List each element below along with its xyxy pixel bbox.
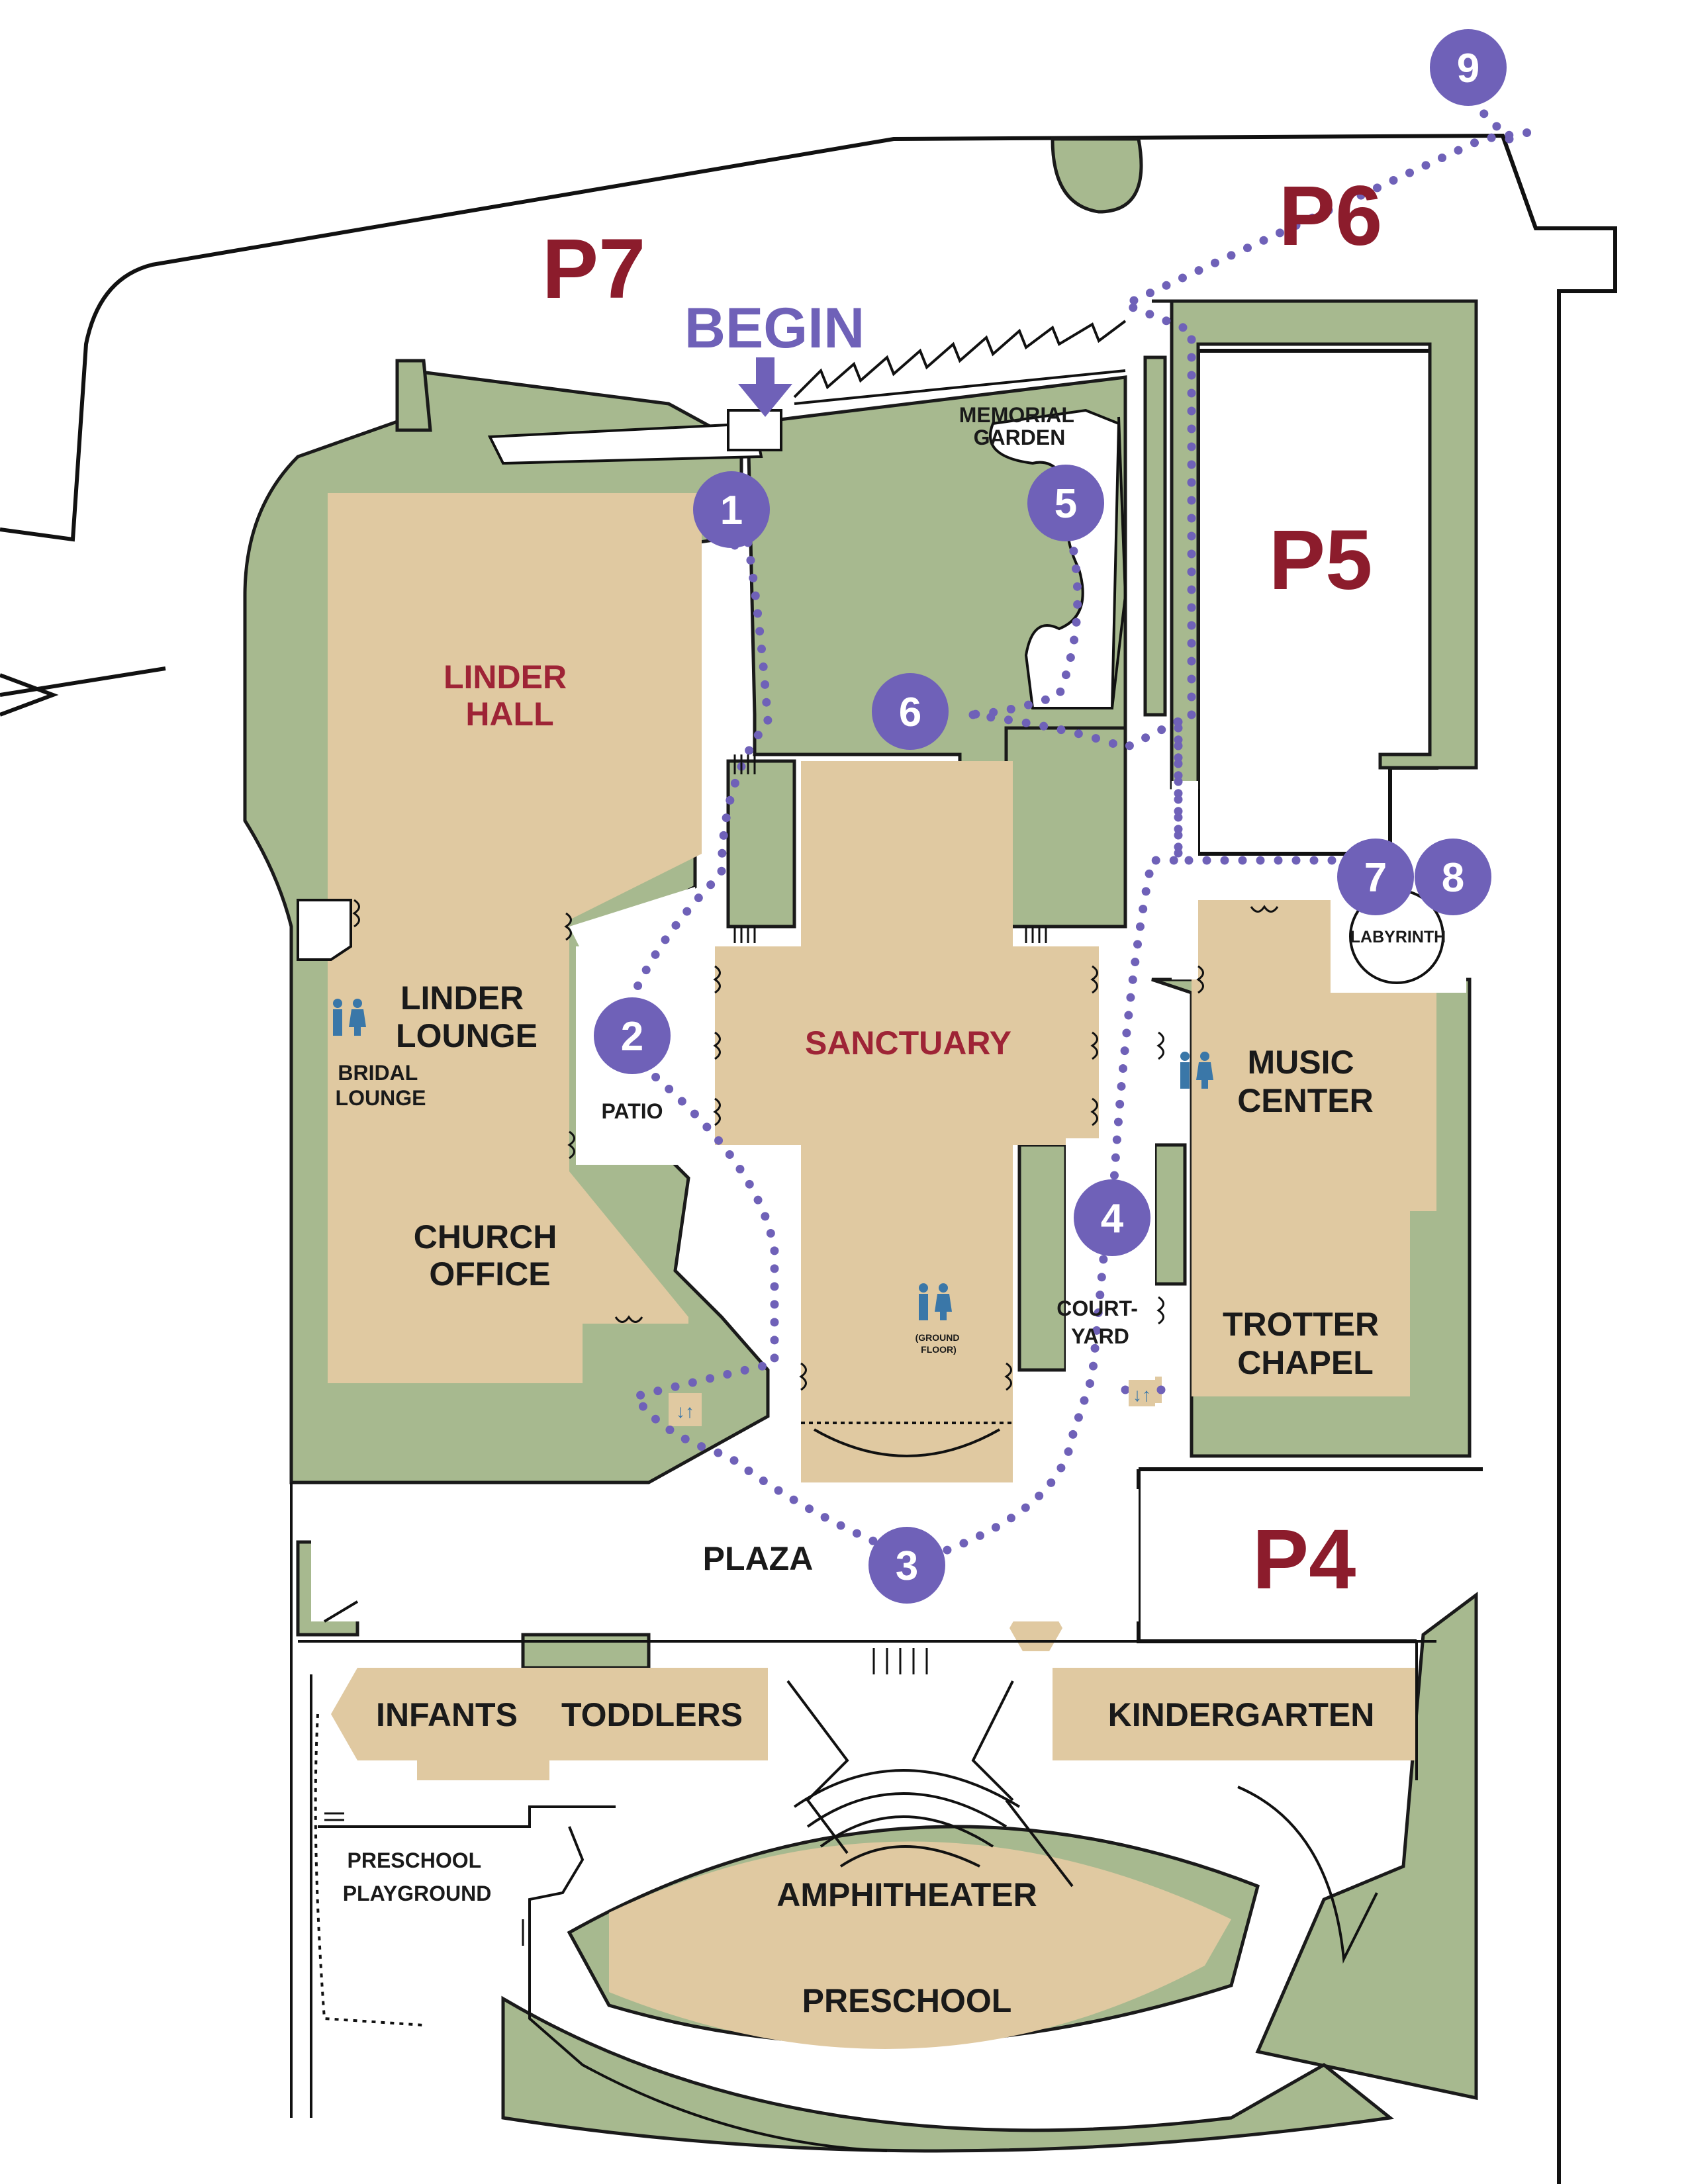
- svg-text:↓↑: ↓↑: [1133, 1385, 1151, 1405]
- building-labels: LINDER HALL LINDER LOUNGE BRIDAL LOUNGE …: [336, 659, 1388, 2019]
- route-4-to-7: [1107, 717, 1183, 1216]
- door-icon: [713, 1097, 721, 1126]
- infants-toddlers-building: [331, 1668, 768, 1780]
- begin-marker: BEGIN: [684, 296, 865, 417]
- stairs-icon: [872, 1648, 928, 1674]
- svg-text:↓↑: ↓↑: [676, 1401, 694, 1422]
- stairs-icon: [733, 927, 756, 943]
- restroom-icon: [1180, 1052, 1213, 1089]
- parking-p6: P6: [1279, 169, 1383, 263]
- amphitheater-label: AMPHITHEATER: [776, 1876, 1037, 1913]
- route-1-to-2: [624, 538, 773, 1011]
- route-to-9: [1472, 101, 1514, 144]
- music-center-label: MUSIC CENTER: [1237, 1044, 1374, 1119]
- preschool-building: [609, 1841, 1231, 2049]
- stop-marker-7: 7: [1337, 839, 1414, 915]
- stop-marker-5: 5: [1027, 465, 1104, 541]
- linder-lounge-label: LINDER LOUNGE: [396, 979, 538, 1054]
- parking-labels: P7 P6 P5 P4: [542, 169, 1383, 1607]
- area-labels: MEMORIAL GARDEN PATIO COURT- YARD PLAZA …: [343, 403, 1446, 1913]
- patio-label: PATIO: [601, 1099, 663, 1123]
- door-icon: [713, 965, 721, 994]
- stop-marker-2: 2: [594, 997, 671, 1074]
- door-icon: [1090, 1097, 1098, 1126]
- door-icon: [1250, 905, 1279, 913]
- stop-number-7: 7: [1364, 855, 1387, 901]
- stairs-icon: [733, 754, 756, 774]
- door-icon: [1196, 965, 1204, 994]
- begin-label: BEGIN: [684, 296, 865, 360]
- door-icons: [352, 899, 1279, 1391]
- linder-hall-label: LINDER HALL: [444, 659, 576, 733]
- stop-number-4: 4: [1101, 1196, 1124, 1242]
- sanctuary-building: [715, 761, 1099, 1482]
- plaza-label: PLAZA: [703, 1540, 814, 1577]
- stop-marker-3: 3: [868, 1527, 945, 1604]
- door-icon: [1156, 1296, 1164, 1325]
- door-icon: [1090, 1031, 1098, 1060]
- door-icon: [352, 899, 360, 928]
- route-2-to-3: [628, 1061, 912, 1560]
- bridal-lounge-label: BRIDAL LOUNGE: [336, 1061, 426, 1110]
- restroom-icons: [333, 999, 1213, 1320]
- stop-number-6: 6: [899, 690, 921, 735]
- infants-label: INFANTS: [376, 1696, 518, 1733]
- trotter-chapel-label: TROTTER CHAPEL: [1223, 1306, 1388, 1381]
- stop-marker-9: 9: [1430, 29, 1507, 106]
- stop-number-2: 2: [621, 1014, 643, 1060]
- stairs-icon: [324, 1812, 344, 1828]
- begin-arrow-icon: [738, 357, 792, 417]
- elevator-icon: ↓↑: [1129, 1380, 1155, 1406]
- restroom-icon: [919, 1283, 952, 1320]
- church-office-label: CHURCH OFFICE: [414, 1218, 567, 1293]
- preschool-label: PRESCHOOL: [802, 1982, 1012, 2019]
- courtyard-label: COURT- YARD: [1056, 1297, 1144, 1348]
- stairs-icons: [324, 754, 1047, 1946]
- parking-p5: P5: [1269, 513, 1373, 608]
- stop-number-8: 8: [1442, 855, 1464, 901]
- door-icon: [1004, 1362, 1012, 1391]
- parking-p7: P7: [542, 222, 646, 316]
- elevator-icon: ↓↑: [672, 1396, 698, 1423]
- preschool-playground-label: PRESCHOOL PLAYGROUND: [343, 1848, 492, 1905]
- sanctuary-label: SANCTUARY: [805, 1024, 1011, 1062]
- door-icon: [799, 1362, 807, 1391]
- amphitheater-steps: [793, 1769, 1021, 1868]
- labyrinth-label: LABYRINTH: [1350, 928, 1446, 946]
- stop-number-1: 1: [720, 488, 743, 533]
- door-icon: [1156, 1031, 1164, 1060]
- music-center-building: [1192, 900, 1436, 1396]
- route-east-to-7: [1174, 723, 1355, 865]
- stop-marker-6: 6: [872, 673, 949, 750]
- door-icon: [614, 1315, 643, 1323]
- stop-number-5: 5: [1055, 481, 1077, 527]
- door-icon: [564, 912, 572, 941]
- stop-number-3: 3: [896, 1543, 918, 1589]
- door-icon: [713, 1031, 721, 1060]
- elevator-icons: ↓↑ ↓↑: [672, 1380, 1155, 1423]
- stairs-icon: [1025, 927, 1047, 943]
- route-5-to-6: [955, 512, 1082, 719]
- stop-marker-1: 1: [693, 471, 770, 548]
- door-icon: [567, 1130, 575, 1160]
- tour-stops: 1 2 3 4 5 6 7 8: [594, 29, 1507, 1604]
- stop-marker-8: 8: [1415, 839, 1491, 915]
- door-icon: [1090, 965, 1098, 994]
- parking-p4: P4: [1252, 1512, 1356, 1607]
- stop-marker-4: 4: [1074, 1179, 1150, 1256]
- restroom-icon: [333, 999, 366, 1036]
- toddlers-label: TODDLERS: [561, 1696, 743, 1733]
- kindergarten-building: [1053, 1668, 1417, 1760]
- buildings: [328, 493, 1436, 2049]
- stop-number-9: 9: [1457, 46, 1479, 91]
- ground-floor-label: (GROUND FLOOR): [915, 1332, 962, 1355]
- stairs-icon: [522, 1919, 531, 1946]
- linder-hall-building: [328, 493, 702, 1383]
- memorial-garden-label: MEMORIAL GARDEN: [959, 403, 1080, 449]
- kindergarten-label: KINDERGARTEN: [1108, 1696, 1375, 1733]
